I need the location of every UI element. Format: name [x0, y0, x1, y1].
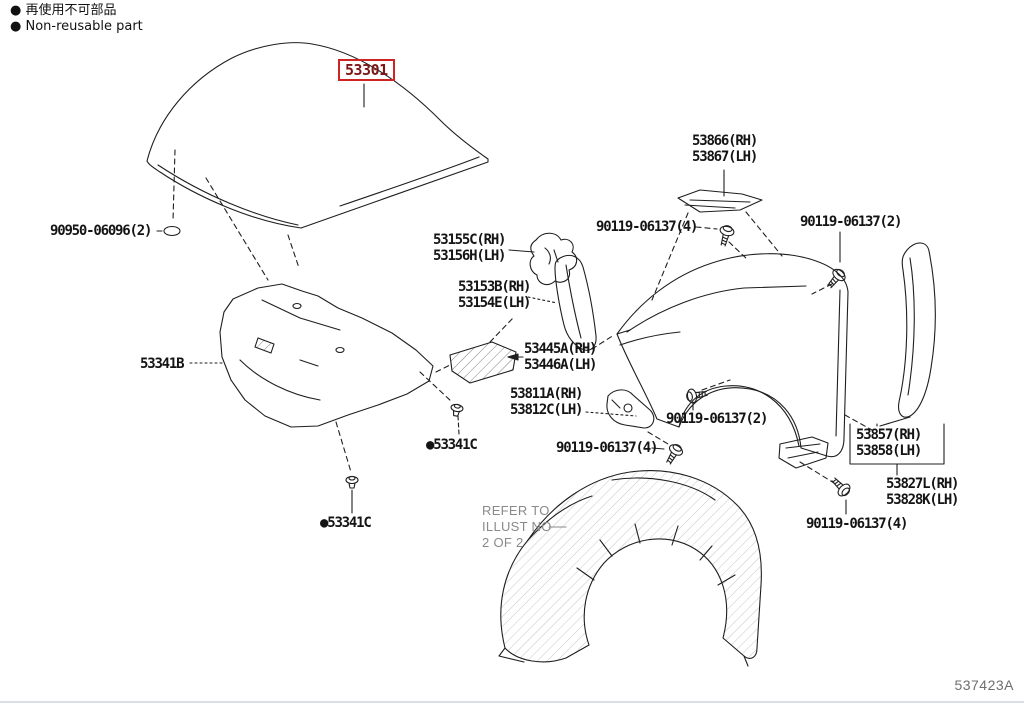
part-label-53341C-lower[interactable]: ●53341C [320, 515, 372, 531]
cowl-bracket-drawing [508, 232, 578, 286]
part-label-53155C-53156H[interactable]: 53155C(RH) 53156H(LH) [433, 232, 507, 264]
part-label-53827L-53828K[interactable]: 53827L(RH) 53828K(LH) [886, 476, 960, 508]
part-label-90119-06137-top[interactable]: 90119-06137(4) [596, 219, 698, 235]
part-label-53445A-53446A[interactable]: 53445A(RH) 53446A(LH) [524, 341, 598, 373]
part-label-53341B[interactable]: 53341B [140, 356, 185, 372]
hood-cushion-drawing [156, 149, 181, 237]
legend-nonreusable-en: ● Non-reusable part [10, 19, 143, 34]
legend-nonreusable-cjk: ● 再使用不可部品 [10, 3, 117, 18]
fender-liner-drawing [498, 470, 762, 667]
part-label-90950-06096[interactable]: 90950-06096(2) [50, 223, 152, 239]
part-label-53341C-upper[interactable]: ●53341C [426, 437, 478, 453]
clip-lower-drawing [335, 421, 359, 514]
part-number: 53301 [345, 61, 388, 79]
clip-upper-drawing [419, 371, 465, 435]
bolt-icons [647, 223, 854, 515]
apron-upper-bracket-drawing [651, 169, 783, 301]
part-label-53301-highlighted[interactable]: 53301 [338, 59, 395, 81]
hood-panel-drawing [146, 42, 489, 229]
hood-insulator-drawing [189, 283, 434, 428]
diagram-code: 537423A [954, 677, 1014, 693]
apron-plate-drawing [435, 317, 524, 384]
part-label-53857-53858[interactable]: 53857(RH) 53858(LH) [856, 427, 922, 459]
part-label-53866-53867[interactable]: 53866(RH) 53867(LH) [692, 133, 758, 165]
part-label-53811A-53812C[interactable]: 53811A(RH) 53812C(LH) [510, 386, 584, 418]
refer-to-illust-note: REFER TO ILLUST NO 2 OF 2 [482, 503, 552, 550]
part-label-90119-06137-topright[interactable]: 90119-06137(2) [800, 214, 902, 230]
fender-panel-drawing [616, 253, 873, 458]
legend: ● 再使用不可部品 ● Non-reusable part [10, 3, 143, 35]
leader-dashes-hood [205, 177, 300, 281]
fender-liner-strip-drawing [849, 242, 945, 476]
part-label-90119-06137-bottomright[interactable]: 90119-06137(4) [806, 516, 908, 532]
cowl-strip-drawing [527, 254, 615, 351]
fender-rear-bracket-drawing [778, 436, 829, 469]
fender-bracket-drawing [585, 389, 655, 429]
part-label-53153B-53154E[interactable]: 53153B(RH) 53154E(LH) [458, 279, 532, 311]
part-label-90119-06137-arch[interactable]: 90119-06137(2) [666, 411, 768, 427]
part-label-90119-06137-midleft[interactable]: 90119-06137(4) [556, 440, 658, 456]
